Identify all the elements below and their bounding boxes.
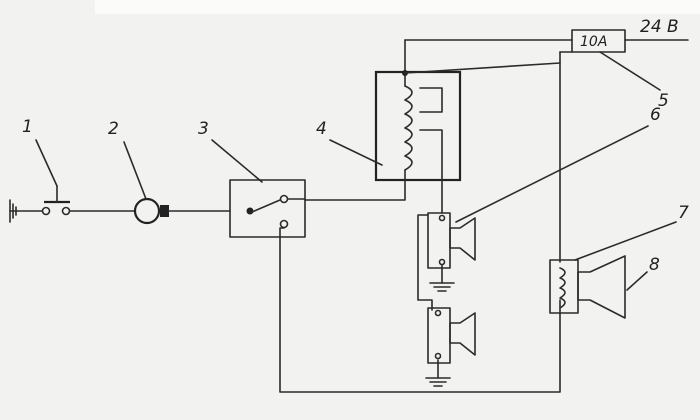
fuse-rating-label: 10A bbox=[580, 34, 607, 50]
component-2 bbox=[133, 197, 231, 225]
switch-3 bbox=[229, 179, 306, 238]
callout-5: 5 bbox=[658, 91, 669, 111]
supply-line bbox=[404, 39, 689, 74]
fuse-5: 10A bbox=[571, 29, 626, 53]
callout-4: 4 bbox=[316, 119, 327, 139]
callout-2: 2 bbox=[108, 119, 119, 139]
relay-coil-wire bbox=[304, 169, 406, 201]
horn-link-wire bbox=[417, 214, 433, 311]
return-wire bbox=[279, 227, 561, 393]
ground-symbol-lower-horn bbox=[425, 359, 451, 387]
ground-symbol-horn6 bbox=[429, 264, 455, 292]
horn-coil-7 bbox=[549, 259, 579, 314]
callout-7: 7 bbox=[678, 203, 689, 223]
horn-trumpet-8 bbox=[577, 255, 626, 319]
relay-4 bbox=[374, 62, 561, 182]
leader-lines bbox=[35, 51, 677, 291]
supply-voltage-label: 24 B bbox=[640, 17, 679, 37]
callout-1: 1 bbox=[22, 117, 33, 137]
horn-6-upper bbox=[427, 212, 476, 269]
scan-band bbox=[95, 0, 700, 14]
horn-button-1 bbox=[9, 185, 136, 216]
callout-8: 8 bbox=[649, 255, 660, 275]
callout-6: 6 bbox=[650, 105, 661, 125]
horn-6-lower bbox=[427, 307, 476, 364]
callout-3: 3 bbox=[198, 119, 209, 139]
